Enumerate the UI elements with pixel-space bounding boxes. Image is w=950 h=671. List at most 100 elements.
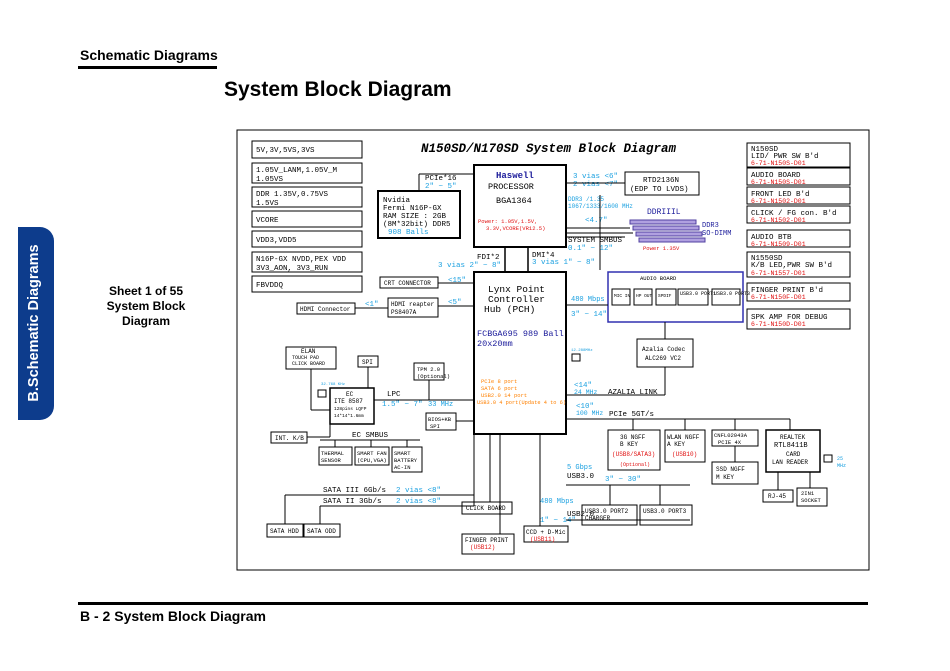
- ngff-3g-label: B KEY: [620, 441, 638, 448]
- sata-hdd-box: [266, 523, 304, 538]
- pcie16-note: 2" ~ 5": [425, 183, 457, 191]
- pch-package: FCBGA695 989 Ball: [477, 329, 564, 339]
- gpu-label: Nvidia: [383, 197, 411, 205]
- lpc-note: 1.5" ~ 7": [382, 401, 423, 409]
- fan-box: [354, 446, 390, 466]
- side-tab[interactable]: [18, 227, 54, 420]
- sodimm-label: SO-DIMM: [702, 230, 731, 238]
- card-socket-label: SOCKET: [801, 497, 822, 504]
- rail-box-3: [251, 186, 363, 208]
- tpm-label: (Optional): [417, 373, 450, 380]
- rail-box-7: [251, 275, 363, 293]
- realtek-label: REALTEK: [780, 434, 806, 441]
- rtd-block: RTD2136N (EDP TO LVDS): [624, 171, 700, 196]
- wlan-label: WLAN NGFF: [667, 434, 700, 441]
- audio-board-label: AUDIO BOARD: [640, 275, 677, 282]
- ccd-usb: (USB11): [530, 536, 555, 543]
- gpu-label: RAM SIZE : 2GB: [383, 213, 447, 221]
- usb-port-label: USB3.0 PORT1: [680, 291, 716, 297]
- board-code: 6-71-N1502-D01: [751, 198, 806, 205]
- rail-box-4: [251, 210, 363, 228]
- diagram-title: N150SD/N170SD System Block Diagram: [421, 142, 677, 156]
- board-name: CLICK / FG con. B'd: [751, 210, 837, 218]
- codec-clock: 12.288MHz: [571, 349, 593, 353]
- ec-label: EC: [346, 391, 354, 398]
- ec-label: 14*14*1.6mm: [334, 413, 364, 419]
- cpu-block: Haswell PROCESSOR BGA1364 Power: 1.05V,1…: [473, 164, 618, 248]
- pch-label: Controller: [488, 294, 545, 305]
- cpu-box: [473, 164, 567, 248]
- pcie-len: <10": [576, 403, 594, 411]
- board-name: N1550SD: [751, 255, 783, 263]
- codec-label: ALC269 VC2: [645, 355, 681, 362]
- usb-port3-box: [639, 504, 693, 526]
- sata-odd-label: SATA ODD: [307, 528, 336, 535]
- ccd-len: 1" ~ 14": [540, 517, 576, 525]
- board-name: AUDIO BTB: [751, 234, 792, 242]
- board-name: SPK AMP FOR DEBUG: [751, 314, 828, 322]
- click-board-label: CLICK BOARD: [466, 505, 506, 512]
- thermal-box: [318, 446, 353, 466]
- sata-iii-label: SATA III 6Gb/s: [323, 487, 386, 495]
- ec-smbus-label: EC SMBUS: [352, 432, 389, 440]
- azalia-len: <14": [574, 382, 592, 390]
- crystal-icon: [317, 389, 327, 398]
- usb2-speed: 480 Mbps: [540, 498, 574, 506]
- hp-label: HP OUT: [636, 293, 653, 299]
- board-box: [746, 167, 851, 186]
- bios-label: SPI: [430, 423, 440, 430]
- rj45-label: RJ-45: [768, 493, 786, 500]
- rtd-label: RTD2136N: [643, 177, 679, 185]
- cpu-power: Power: 1.05V,1.5V,: [478, 218, 537, 225]
- cnfl-label: CNFL02043A: [714, 432, 748, 439]
- ec-label: 128pins LQFP: [334, 406, 367, 412]
- diagram-frame: [236, 129, 870, 571]
- realtek-label: CARD: [786, 451, 801, 458]
- rail-label: VDD3,VDD5: [256, 237, 297, 245]
- finger-print-label: FINGER PRINT: [465, 537, 509, 544]
- ngff-3g-optional: (Optional): [620, 462, 650, 468]
- audio-usb-len: 3" ~ 14": [571, 311, 607, 319]
- rail-label: 5V,3V,5VS,3VS: [256, 147, 315, 155]
- sata-ii-note: 2 vias <8": [396, 498, 441, 506]
- int-kb-label: INT. K/B: [275, 435, 304, 442]
- board-code: 6-71-N150D-D01: [751, 321, 806, 328]
- thermal-label: SENSOR: [321, 457, 342, 464]
- board-box: [746, 251, 851, 278]
- wlan-label: A KEY: [667, 441, 685, 448]
- gpu-label: (8M*32bit) DDR5: [383, 221, 451, 229]
- rail-label: VCORE: [256, 217, 279, 225]
- ec-area: ELAN TOUCH PAD CLICK BOARD SPI TPM 2.0 (…: [270, 346, 474, 473]
- pch-note: PCIe 8 port: [481, 378, 517, 385]
- ccd-label: CCD + D-Mic: [526, 529, 566, 536]
- ddr3-label: DDR3: [702, 222, 719, 230]
- battery-label: AC-IN: [394, 464, 411, 471]
- battery-box: [391, 446, 423, 473]
- ddr-note: 1067/1333/1600 MHz: [568, 203, 633, 210]
- usb3-len: 3" ~ 30": [605, 476, 641, 484]
- ddr-block: DDR3 /1.35 1067/1333/1600 MHz <4.7" DDRI…: [566, 196, 731, 252]
- ssd-label: M KEY: [716, 474, 734, 481]
- footer-rule: [78, 602, 868, 605]
- elan-label: CLICK BOARD: [292, 361, 325, 367]
- elan-label: ELAN: [301, 348, 316, 355]
- board-list: N150SD LID/ PWR SW B'd 6-71-N150S-D01 AU…: [746, 142, 851, 330]
- header-rule: [78, 66, 217, 69]
- rtd-label: (EDP TO LVDS): [630, 186, 689, 194]
- usb3-speed: 5 Gbps: [567, 464, 592, 472]
- spi-label: SPI: [362, 359, 373, 366]
- ec-clock: 32.768 KHz: [321, 383, 346, 387]
- pch-note: SATA 6 port: [481, 385, 517, 392]
- sata-iii-note: 2 vias <8": [396, 487, 441, 495]
- cpu-label: Haswell: [496, 171, 534, 181]
- footer-label: B - 2 System Block Diagram: [80, 608, 266, 624]
- section-header: Schematic Diagrams: [80, 47, 218, 63]
- hdmi-repeater-box: [387, 297, 439, 318]
- pch-note: USB3.0 4 port(Update 4 to 6): [477, 400, 566, 406]
- gpu-label: 908 Balls: [388, 229, 429, 237]
- fdi-label: FDI*2: [477, 254, 500, 262]
- ccd-box: [523, 525, 569, 543]
- crystal-icon: [823, 454, 833, 463]
- click-board-box: [461, 501, 513, 515]
